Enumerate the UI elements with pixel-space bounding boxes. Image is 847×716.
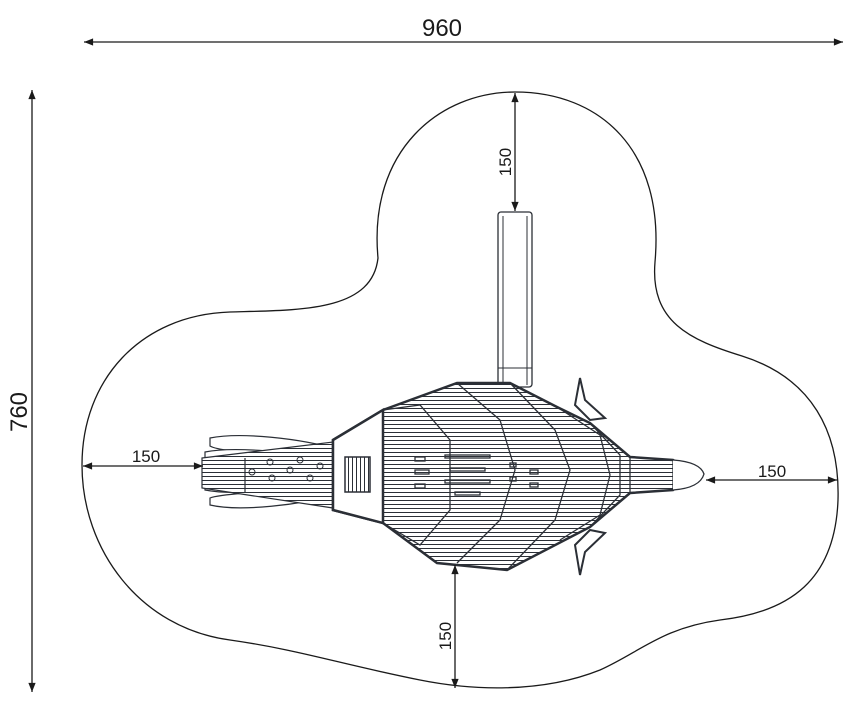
clearance-top-dimension: 150 — [496, 93, 519, 211]
clearance-bottom-label: 150 — [436, 622, 455, 650]
clearance-right-dimension: 150 — [706, 462, 837, 484]
clearance-bottom-dimension: 150 — [436, 565, 459, 688]
clearance-right-label: 150 — [758, 462, 786, 481]
overall-width-label: 960 — [422, 15, 462, 42]
overall-height-dimension: 760 — [6, 90, 36, 692]
safety-zone-outline — [81, 91, 839, 689]
clearance-left-dimension: 150 — [83, 447, 203, 470]
bird-body-structure — [331, 377, 705, 576]
overall-width-dimension: 960 — [84, 15, 843, 46]
bird-tail — [201, 435, 341, 509]
clearance-left-label: 150 — [132, 447, 160, 466]
clearance-top-label: 150 — [496, 148, 515, 176]
slide-chute — [497, 211, 533, 388]
overall-height-label: 760 — [6, 392, 33, 432]
